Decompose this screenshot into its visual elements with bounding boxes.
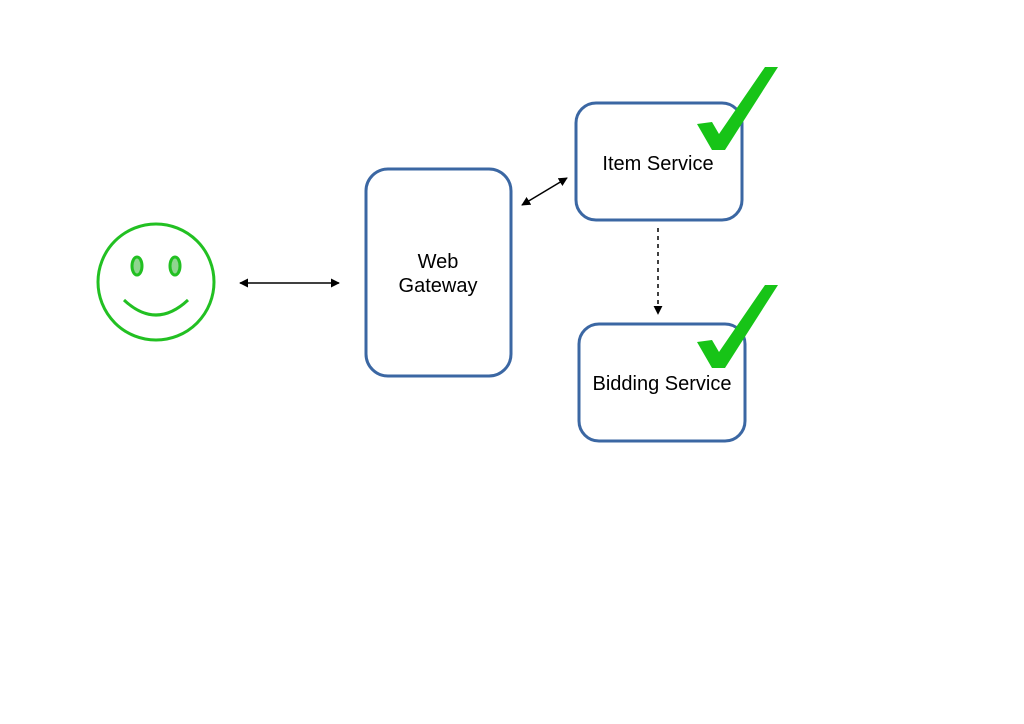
item-service-label: Item Service: [602, 153, 713, 175]
bidding-service-node: Bidding Service: [577, 322, 747, 443]
user-smiley-icon: [96, 222, 216, 342]
edge-gateway-item-service: [521, 177, 568, 206]
bidding-service-label: Bidding Service: [593, 373, 732, 395]
web-gateway-node: Web Gateway: [364, 167, 513, 378]
web-gateway-label-line2: Gateway: [399, 275, 478, 297]
bidding-service-checkmark-icon: [697, 285, 778, 368]
web-gateway-label-line1: Web: [418, 251, 459, 273]
item-service-node: Item Service: [574, 101, 744, 222]
smiley-left-eye: [130, 255, 144, 277]
smiley-mouth: [122, 298, 190, 317]
smiley-right-eye: [168, 255, 182, 277]
item-service-checkmark-icon: [697, 67, 778, 150]
item-service-box: [574, 101, 744, 222]
web-gateway-box: [364, 167, 513, 378]
